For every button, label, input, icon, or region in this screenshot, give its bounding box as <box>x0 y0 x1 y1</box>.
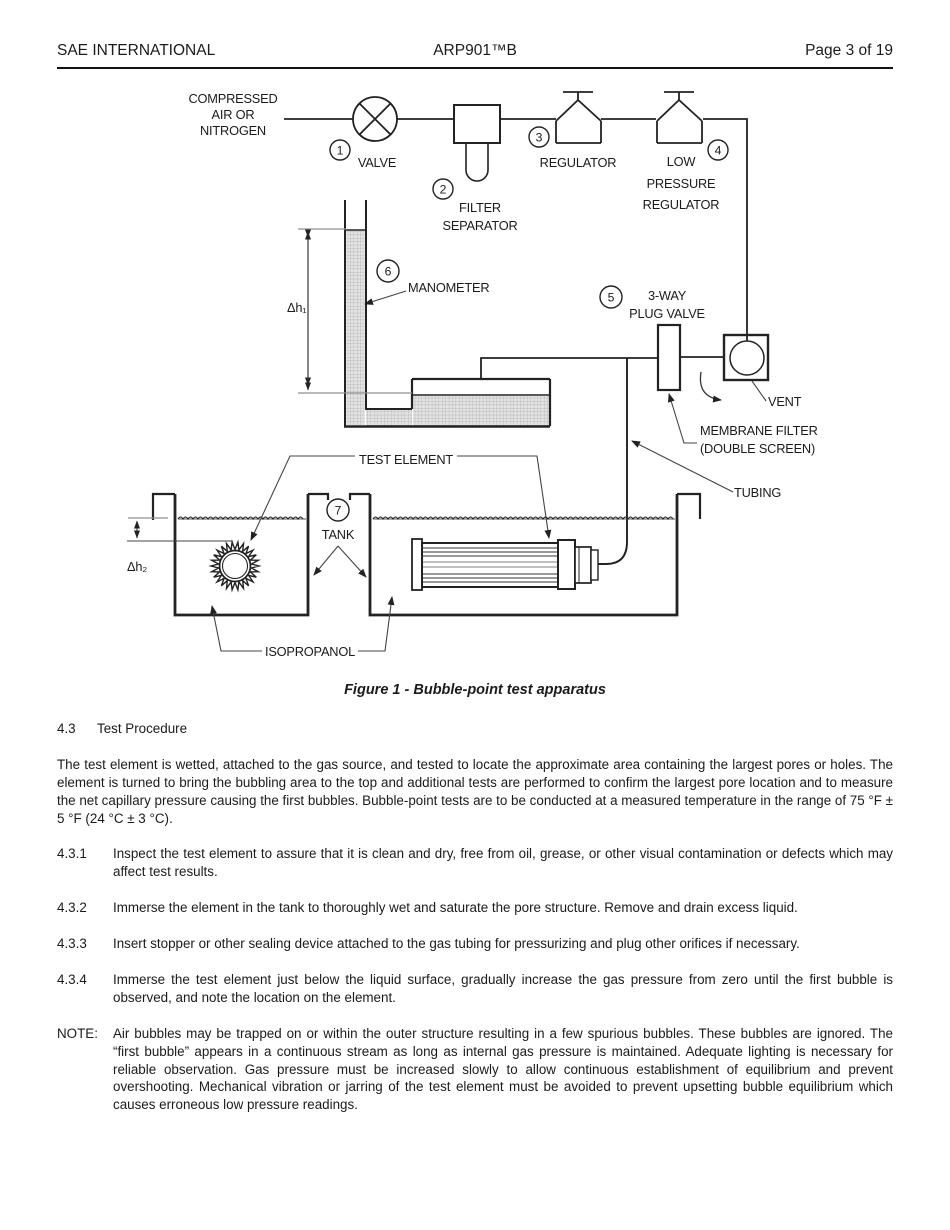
callout-1: 1 <box>337 144 344 158</box>
tubing-callout: TUBING <box>631 440 781 500</box>
test-element-side-view <box>411 538 599 591</box>
manometer-outlet-pipe <box>480 357 658 379</box>
tank-walls <box>151 492 702 617</box>
regulator-callout: 3 REGULATOR <box>528 126 617 170</box>
regulator-label: REGULATOR <box>540 155 617 170</box>
body-text: 4.3 Test Procedure The test element is w… <box>57 720 893 1132</box>
source-line3: NITROGEN <box>200 123 266 138</box>
lp-label-1: LOW <box>667 154 697 169</box>
source-line1: COMPRESSED <box>188 91 277 106</box>
page-header: SAE INTERNATIONAL ARP901™B Page 3 of 19 <box>57 42 893 69</box>
filter-label-2: SEPARATOR <box>443 218 518 233</box>
item-4-3-2: 4.3.2 Immerse the element in the tank to… <box>57 899 893 917</box>
tubing-line <box>598 358 628 565</box>
paragraph-4-3: The test element is wetted, attached to … <box>57 756 893 826</box>
callout-5: 5 <box>608 291 615 305</box>
item-number: 4.3.2 <box>57 900 87 916</box>
tank-label: TANK <box>322 527 355 542</box>
vent-label: VENT <box>768 394 802 409</box>
dh1-label: Δh₁ <box>287 300 306 315</box>
membrane-label-2: (DOUBLE SCREEN) <box>700 441 815 456</box>
item-4-3-3: 4.3.3 Insert stopper or other sealing de… <box>57 935 893 953</box>
callout-6: 6 <box>385 265 392 279</box>
liquid-surface <box>177 516 675 521</box>
lp-label-2: PRESSURE <box>647 176 716 191</box>
source-line2: AIR OR <box>212 107 255 122</box>
test-element-end-view <box>208 539 262 593</box>
membrane-label-1: MEMBRANE FILTER <box>700 423 818 438</box>
low-pressure-regulator-callout: 4 LOW PRESSURE REGULATOR <box>643 139 729 212</box>
regulator-symbol <box>555 91 602 144</box>
valve-label: VALVE <box>358 155 396 170</box>
item-number: 4.3.4 <box>57 972 87 988</box>
membrane-filter-callout: MEMBRANE FILTER (DOUBLE SCREEN) <box>667 393 818 456</box>
plug-valve-label-2: PLUG VALVE <box>629 306 705 321</box>
item-text: Immerse the element in the tank to thoro… <box>113 900 798 916</box>
callout-4: 4 <box>715 144 722 158</box>
plug-valve-callout: 5 3-WAY PLUG VALVE <box>599 285 705 321</box>
test-element-callout: TEST ELEMENT <box>250 452 552 541</box>
item-text: Immerse the test element just below the … <box>113 972 893 1005</box>
callout-2: 2 <box>440 183 447 197</box>
supply-pipe <box>284 118 748 341</box>
item-number: 4.3.1 <box>57 846 87 862</box>
figure-caption: Figure 1 - Bubble-point test apparatus <box>344 682 606 698</box>
filter-label-1: FILTER <box>459 200 501 215</box>
isopropanol-callout: ISOPROPANOL <box>210 596 395 659</box>
header-center: ARP901™B <box>433 42 517 59</box>
section-title: Test Procedure <box>97 721 188 736</box>
dh1-dimension: Δh₁ <box>287 228 412 394</box>
plug-valve-label-1: 3-WAY <box>648 288 687 303</box>
note-block: NOTE: Air bubbles may be trapped on or w… <box>57 1025 893 1114</box>
gas-source-label: COMPRESSED AIR OR NITROGEN <box>188 91 277 138</box>
item-text: Inspect the test element to assure that … <box>113 846 893 880</box>
valve-callout: 1 VALVE <box>329 139 396 170</box>
item-number: 4.3.3 <box>57 936 87 952</box>
filter-separator-callout: 2 FILTER SEPARATOR <box>432 178 518 233</box>
dh2-label: Δh₂ <box>127 559 147 574</box>
filter-separator-symbol <box>453 104 501 182</box>
tubing-label: TUBING <box>734 485 781 500</box>
section-4-3-heading: 4.3 Test Procedure <box>57 720 893 738</box>
manometer-label: MANOMETER <box>408 280 489 295</box>
test-element-label: TEST ELEMENT <box>359 452 453 467</box>
item-text: Insert stopper or other sealing device a… <box>113 936 800 952</box>
callout-3: 3 <box>536 131 543 145</box>
figure-1-diagram: COMPRESSED AIR OR NITROGEN 1 VALVE 2 FIL… <box>127 91 818 659</box>
item-4-3-4: 4.3.4 Immerse the test element just belo… <box>57 971 893 1007</box>
tank-callout: 7 TANK <box>313 498 367 578</box>
note-text: Air bubbles may be trapped on or within … <box>113 1025 893 1113</box>
item-4-3-1: 4.3.1 Inspect the test element to assure… <box>57 845 893 881</box>
low-pressure-regulator-symbol <box>656 91 703 144</box>
three-way-plug-valve-symbol <box>656 323 724 392</box>
note-label: NOTE: <box>57 1025 98 1041</box>
vent-callout: VENT <box>699 371 802 409</box>
header-page-number: Page 3 of 19 <box>805 42 894 59</box>
manometer-fluid <box>346 231 549 426</box>
vent-symbol <box>722 333 770 382</box>
callout-7: 7 <box>335 504 342 518</box>
lp-label-3: REGULATOR <box>643 197 720 212</box>
isopropanol-label: ISOPROPANOL <box>265 644 355 659</box>
section-number: 4.3 <box>57 721 76 736</box>
header-left: SAE INTERNATIONAL <box>57 42 216 59</box>
dh2-dimension: Δh₂ <box>127 517 233 574</box>
manometer-callout: 6 MANOMETER <box>364 259 490 305</box>
valve-symbol <box>352 96 398 142</box>
